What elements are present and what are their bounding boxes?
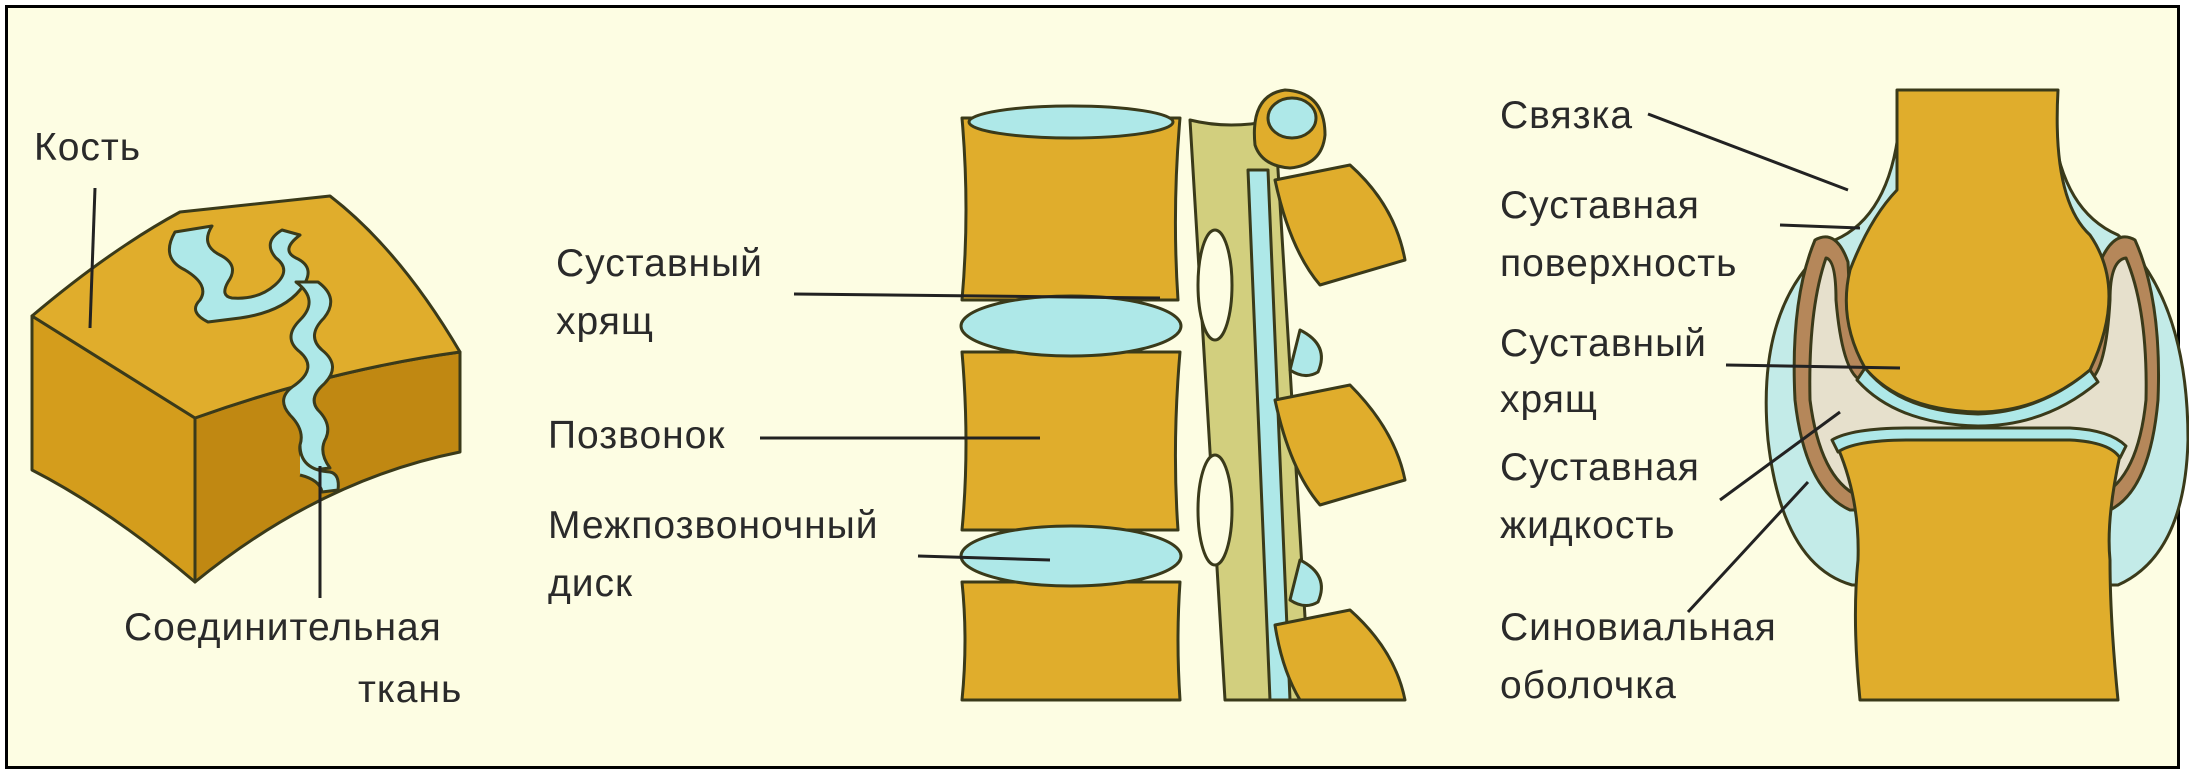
- label-connective-tissue-line1: Соединительная: [124, 604, 442, 651]
- label-surface-line2: поверхность: [1500, 240, 1737, 287]
- label-joint-cartilage-line2: хрящ: [1500, 376, 1598, 423]
- spinous-process: [1275, 610, 1405, 700]
- label-synovial-line1: Синовиальная: [1500, 604, 1777, 651]
- lower-bone: [1838, 438, 2120, 700]
- bone-block-illustration: [32, 196, 460, 582]
- label-spine-cartilage-line2: хрящ: [556, 298, 654, 345]
- label-vertebra: Позвонок: [548, 412, 725, 459]
- label-surface-line1: Суставная: [1500, 182, 1700, 229]
- label-disc-line2: диск: [548, 560, 633, 607]
- label-ligament: Связка: [1500, 92, 1633, 139]
- vertebra-body: [962, 582, 1180, 700]
- label-disc-line1: Межпозвоночный: [548, 502, 879, 549]
- label-spine-cartilage-line1: Суставный: [556, 240, 763, 287]
- label-connective-tissue-line2: ткань: [358, 666, 462, 713]
- label-joint-cartilage-line1: Суставный: [1500, 320, 1707, 367]
- ligament-leader-line: [1648, 114, 1848, 190]
- intervertebral-foramen: [1198, 455, 1232, 565]
- label-fluid-line2: жидкость: [1500, 502, 1676, 549]
- label-bone: Кость: [34, 124, 141, 171]
- vertebra-body: [962, 118, 1180, 300]
- articular-surface-leader-line: [1780, 225, 1860, 228]
- label-fluid-line1: Суставная: [1500, 444, 1700, 491]
- vertebra-cartilage-cap: [969, 106, 1173, 138]
- label-synovial-line2: оболочка: [1500, 662, 1677, 709]
- synovial-leader-line: [1688, 482, 1808, 612]
- upper-bone: [1846, 90, 2109, 412]
- vertebra-body: [962, 352, 1180, 530]
- spine-illustration: [961, 90, 1405, 700]
- intervertebral-foramen: [1198, 230, 1232, 340]
- intervertebral-disc: [961, 526, 1181, 586]
- intervertebral-disc: [961, 296, 1181, 356]
- spinous-process: [1275, 165, 1405, 285]
